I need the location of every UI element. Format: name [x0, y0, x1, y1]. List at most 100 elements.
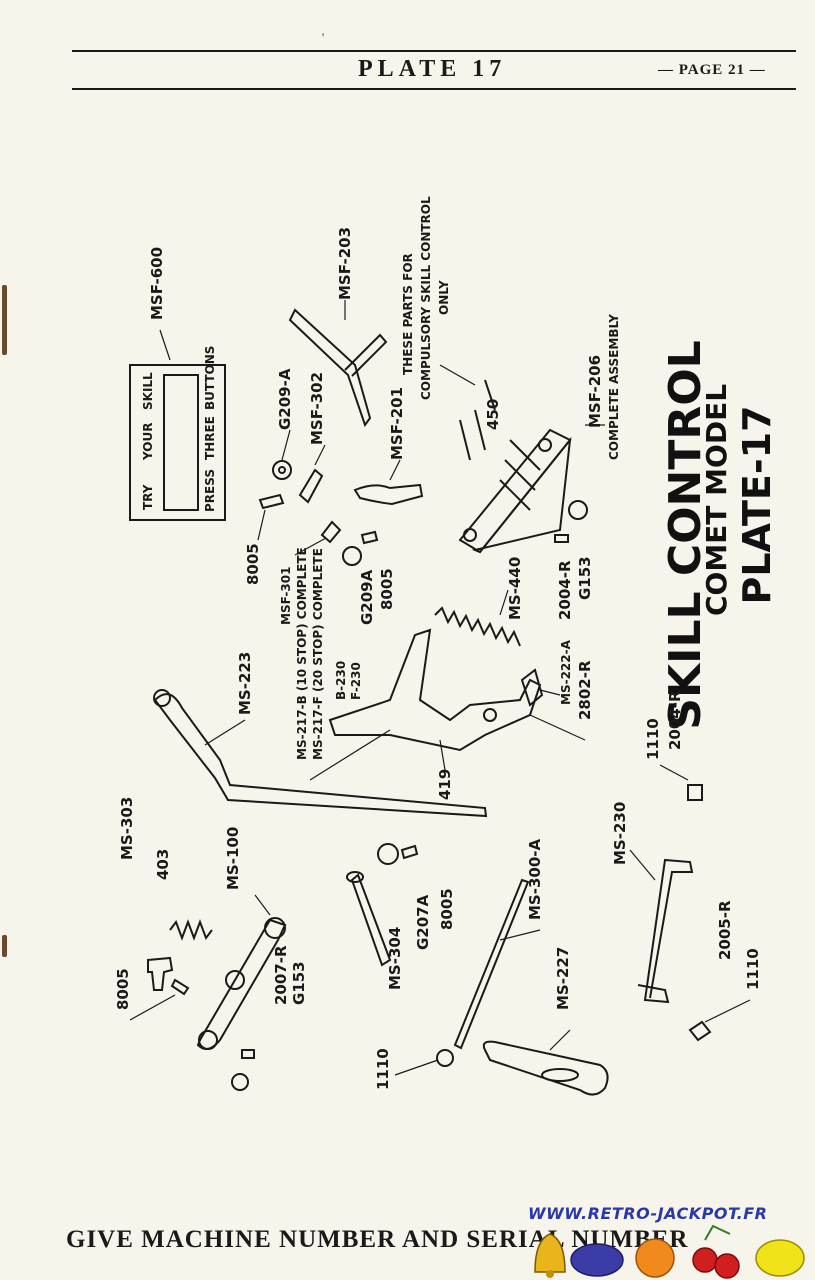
website-watermark: WWW.RETRO-JACKPOT.FR — [528, 1204, 768, 1223]
leader-line — [389, 459, 401, 481]
leader-line — [257, 509, 266, 541]
label-2007-r: 2007-R — [272, 945, 290, 1005]
leader-line — [439, 364, 476, 386]
part-403-spring — [169, 919, 213, 941]
part-g207a-washer — [377, 843, 399, 865]
label-msf-600: MSF-600 — [148, 247, 166, 320]
label-2004-r-a: 2004-R — [556, 560, 574, 620]
part-ms-223 — [153, 693, 488, 818]
part-msf-201 — [353, 483, 424, 506]
part-2005-r-screw — [688, 1020, 712, 1042]
leader-line — [294, 537, 327, 556]
label-ms-440: MS-440 — [506, 557, 524, 620]
heading-skill-control: SKILL CONTROL — [660, 340, 711, 729]
label-ms-227: MS-227 — [554, 947, 572, 1010]
part-ms-222-a — [520, 668, 544, 707]
leader-line — [499, 589, 509, 616]
label-8005-d: 8005 — [438, 888, 456, 930]
bell-icon — [534, 1233, 566, 1278]
heading-plate-17: PLATE-17 — [735, 405, 779, 604]
label-complete-assembly: COMPLETE ASSEMBLY — [607, 314, 621, 460]
label-b-230: B-230 — [334, 661, 348, 700]
plum-icon — [570, 1243, 624, 1277]
orange-icon — [635, 1238, 675, 1278]
part-1110-nut-b — [436, 1049, 454, 1067]
card-word-press: PRESS — [203, 469, 217, 512]
label-msf-206: MSF-206 — [586, 355, 604, 428]
part-g153-washer — [568, 500, 588, 520]
leader-line — [704, 999, 751, 1023]
label-2004-r-b: 2004-R — [666, 690, 684, 750]
part-1110-nut — [687, 784, 703, 801]
instruction-card: TRY YOUR SKILL PRESS THREE BUTTONS — [129, 346, 226, 521]
label-403: 403 — [154, 849, 172, 880]
plate-title: PLATE 17 — [358, 56, 507, 82]
plate-heading: SKILL CONTROL COMET MODEL PLATE-17 — [660, 340, 779, 729]
part-ms-303-plunger — [147, 956, 174, 991]
label-g153-a: G153 — [576, 556, 594, 600]
label-msf-302: MSF-302 — [308, 372, 326, 445]
part-ms-300-a — [453, 878, 530, 1050]
note-compulsory-1: THESE PARTS FOR — [401, 253, 415, 375]
label-8005-c: 8005 — [114, 968, 132, 1010]
header-rule-bottom — [72, 88, 796, 90]
part-msf-301 — [320, 520, 342, 544]
leader-line — [549, 1029, 571, 1051]
leader-line — [281, 429, 291, 461]
label-1110-a: 1110 — [644, 718, 662, 760]
leader-line — [499, 929, 541, 941]
part-g153-washer-b — [231, 1073, 249, 1091]
card-word-try: TRY — [141, 484, 155, 510]
label-8005-a: 8005 — [244, 543, 262, 585]
cherries-icon — [692, 1224, 740, 1279]
label-450: 450 — [484, 399, 502, 430]
card-word-your: YOUR — [141, 423, 155, 461]
label-419: 419 — [436, 769, 454, 800]
label-ms-304: MS-304 — [386, 927, 404, 990]
part-g209-a — [272, 460, 292, 480]
fruit-logo-strip — [534, 1224, 805, 1279]
lemon-icon — [755, 1239, 805, 1277]
note-ms-217-b: MS-217-B (10 STOP) COMPLETE — [295, 547, 309, 760]
leader-line — [159, 329, 171, 361]
label-ms-303: MS-303 — [118, 797, 136, 860]
leader-line — [539, 689, 561, 696]
label-1110-c: 1110 — [744, 948, 762, 990]
label-g207a: G207A — [414, 894, 432, 950]
label-8005-b: 8005 — [378, 568, 396, 610]
label-msf-301: MSF-301 — [279, 567, 293, 625]
part-ms-440-spring — [434, 606, 521, 647]
label-ms-300-a: MS-300-A — [526, 839, 544, 920]
part-msf-203 — [288, 308, 372, 428]
note-compulsory-3: ONLY — [437, 280, 451, 315]
label-ms-100: MS-100 — [224, 827, 242, 890]
leader-line — [254, 894, 271, 916]
label-msf-203: MSF-203 — [336, 227, 354, 300]
part-msf-302 — [298, 468, 324, 504]
label-ms-230: MS-230 — [611, 802, 629, 865]
part-msf-203-arm — [344, 333, 388, 377]
part-ms-304 — [350, 873, 392, 967]
leader-line — [309, 729, 391, 781]
part-msf-206-assembly — [458, 379, 572, 554]
part-8005-pin — [258, 493, 285, 510]
label-ms-223: MS-223 — [236, 652, 254, 715]
page-number: — PAGE 21 — — [658, 62, 766, 78]
card-word-buttons: BUTTONS — [203, 346, 217, 410]
leader-line — [659, 764, 689, 781]
part-2007-r-screw — [241, 1049, 255, 1059]
part-ms-230 — [637, 858, 694, 1004]
note-compulsory-2: COMPULSORY SKILL CONTROL — [419, 196, 433, 400]
paper-stain — [2, 285, 7, 355]
label-msf-201: MSF-201 — [388, 387, 406, 460]
part-8005-pin-c — [170, 978, 190, 996]
part-8005-pin-b — [360, 530, 379, 545]
leader-line — [439, 739, 446, 771]
leader-line — [129, 994, 176, 1021]
leader-line — [394, 1059, 439, 1076]
leader-line — [529, 714, 586, 741]
leader-line — [629, 849, 656, 881]
label-1110-b: 1110 — [374, 1048, 392, 1090]
header-rule-top — [72, 50, 796, 52]
label-f-230: F-230 — [349, 662, 363, 700]
